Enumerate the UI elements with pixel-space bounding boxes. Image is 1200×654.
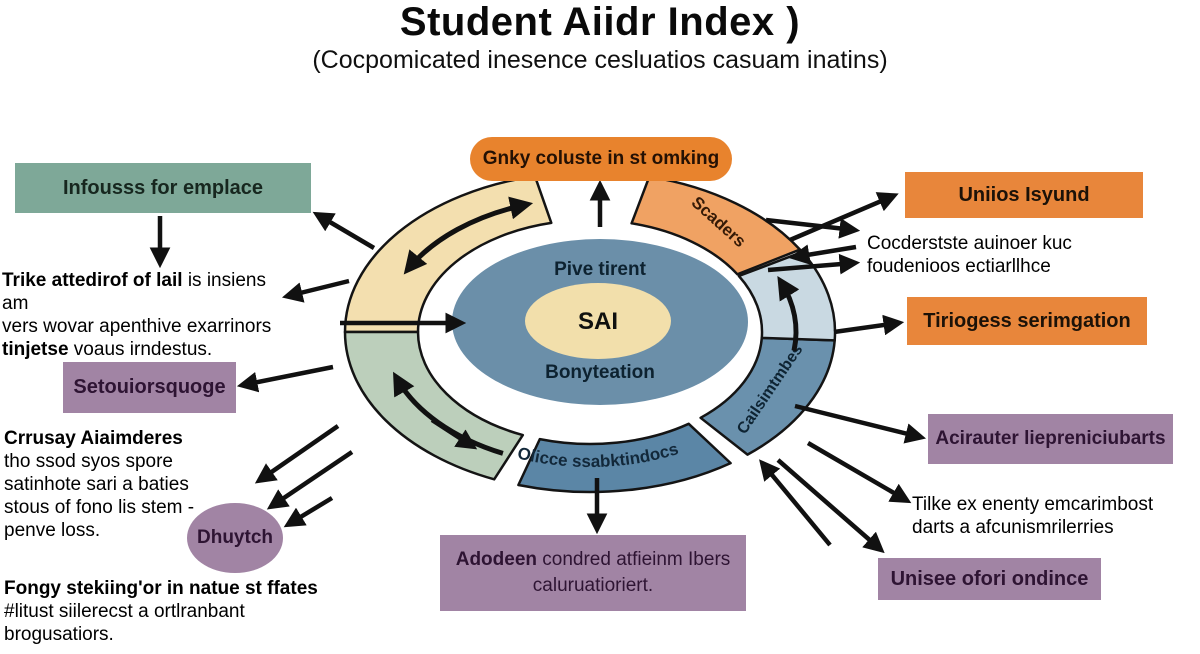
arrow-ring-to-setou	[236, 364, 334, 393]
box-adodeen-rest: condred atfieinm Ibers	[537, 549, 731, 571]
text-line: Fongy stekiing'or in natue st ffates	[4, 578, 318, 599]
arrow-ring-to-unisee	[776, 458, 885, 554]
page-title: Student Aiidr Index )	[399, 0, 801, 44]
text-trike-rest: is insiens am	[2, 270, 266, 314]
arrow-green-to-olicce	[430, 418, 478, 450]
arrow-ring-to-crusay-1	[254, 424, 340, 484]
arrow-ring-to-trike	[281, 278, 350, 303]
curved-arrow-tan	[403, 196, 534, 275]
text-line: satinhote sari a baties	[4, 473, 189, 495]
text-tilke: Tilke ex enenty emcarimbost darts a afcu…	[912, 494, 1200, 540]
text-cocderstste: Cocderstste auinoer kuc foudenioos ectia…	[867, 233, 1187, 279]
text-line: vers wovar apenthive exarrinors	[2, 315, 272, 337]
arrow-ring-to-acirauter	[794, 403, 927, 444]
text-line: stous of fono lis stem -	[4, 496, 195, 518]
arrow-ring-to-unios	[789, 192, 899, 243]
text-line: Tilke ex enenty emcarimbost	[912, 494, 1154, 515]
text-trike-line3-bold: tinjetse	[2, 338, 69, 360]
arrow-ring-to-crusay-2	[266, 450, 354, 510]
text-crusay: Crrusay Aiaimderes tho ssod syos spore s…	[4, 428, 224, 543]
text-trike-line3-rest: voaus irndestus.	[68, 338, 213, 360]
arrow-ring-to-tiriogess	[833, 314, 905, 336]
text-line: Trike attedirof of lail is insiens am	[2, 270, 294, 316]
curved-arrow-lightblue	[777, 275, 800, 352]
pill-gnky: Gnky coluste in st omking	[470, 137, 732, 181]
box-tiriogess-label: Tiriogess serimgation	[923, 309, 1131, 332]
arrow-unisee-to-ring	[759, 459, 832, 547]
text-line: Crrusay Aiaimderes	[4, 428, 183, 449]
box-adodeen-bold: Adodeen	[455, 549, 537, 571]
text-fongy: Fongy stekiing'or in natue st ffates #li…	[4, 578, 324, 647]
box-infouss-label: Infousss for emplace	[62, 176, 264, 199]
ellipse-dhuytch: Dhuytch	[187, 503, 283, 573]
box-setouiorsquoge: Setouiorsquoge	[63, 362, 236, 413]
text-line: brogusatiors.	[4, 623, 114, 645]
ring-segment-olicce	[517, 422, 732, 494]
center-top-label: Pive tirent	[554, 259, 647, 280]
text-line: penve loss.	[4, 519, 101, 541]
text-line: foudenioos ectiarllhce	[867, 255, 1051, 277]
box-adodeen-line2: caluruatioriert.	[532, 575, 654, 596]
box-acirauter-label: Acirauter liepreniciubarts	[935, 428, 1166, 449]
text-line: darts a afcunismrilerries	[912, 516, 1114, 538]
center-bottom-label: Bonyteation	[545, 362, 655, 383]
box-unisee: Unisee ofori ondince	[878, 558, 1101, 600]
box-unios-label: Uniios Isyund	[958, 183, 1090, 206]
arrow-ring-to-infouss	[312, 211, 376, 250]
text-line: tho ssod syos spore	[4, 450, 173, 472]
arrow-ring-to-cocder-1	[765, 217, 861, 239]
arrow-ring-to-cocder-2	[767, 253, 861, 275]
center-core-ellipse	[525, 283, 671, 359]
box-tiriogess: Tiriogess serimgation	[907, 297, 1147, 345]
arrow-ring-to-dhuytch	[283, 496, 334, 528]
pill-gnky-label: Gnky coluste in st omking	[482, 148, 720, 169]
box-unisee-label: Unisee ofori ondince	[890, 567, 1089, 590]
ellipse-dhuytch-label: Dhuytch	[197, 527, 273, 548]
box-unios: Uniios Isyund	[905, 172, 1143, 218]
text-trike: Trike attedirof of lail is insiens am ve…	[2, 270, 294, 362]
text-trike-bold: Trike attedirof of lail	[2, 270, 183, 291]
text-line: Cocderstste auinoer kuc	[867, 233, 1072, 254]
arrow-ring-to-tilke	[806, 441, 912, 504]
box-setouiorsquoge-label: Setouiorsquoge	[73, 376, 226, 398]
arrow-cocder-to-ring	[788, 244, 857, 265]
box-acirauter: Acirauter liepreniciubarts	[928, 414, 1173, 464]
text-line: tinjetse voaus irndestus.	[2, 339, 294, 362]
arrows	[149, 179, 927, 554]
page-subtitle: (Cocpomicated inesence cesluatios casuam…	[312, 46, 888, 74]
box-adodeen: Adodeen condred atfieinm Ibers caluruati…	[440, 535, 746, 611]
text-line: #litust siilerecst a ortlranbant	[4, 600, 245, 622]
box-adodeen-text: Adodeen condred atfieinm Ibers caluruati…	[456, 547, 731, 598]
center-core-label: SAI	[578, 308, 618, 335]
box-infouss: Infousss for emplace	[15, 163, 311, 213]
